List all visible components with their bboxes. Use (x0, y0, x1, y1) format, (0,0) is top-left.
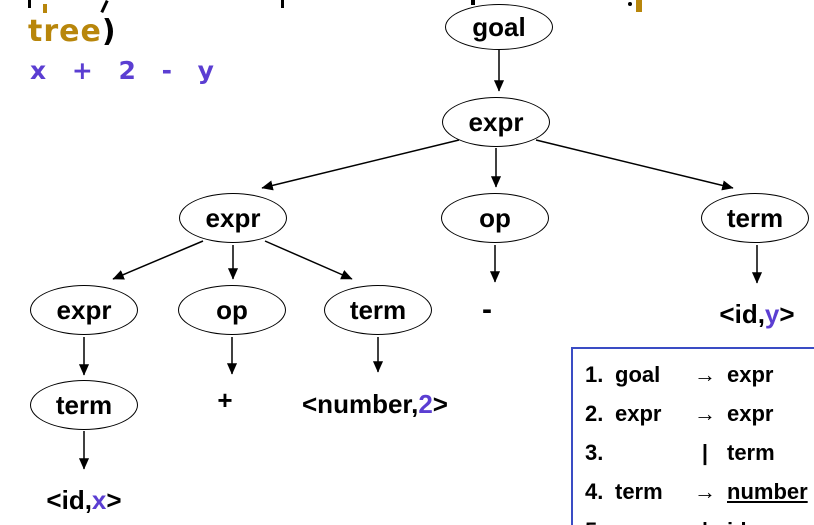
title-paren: ) (101, 14, 117, 49)
rule-number: 1. (585, 362, 604, 387)
grammar-rule-2: 2. expr → expr (585, 394, 814, 433)
grammar-rules-box: 1. goal → expr 2. expr → expr 3. | term … (571, 347, 814, 525)
rule-rhs: id (727, 511, 747, 525)
edge-expr2-term (264, 240, 353, 280)
grammar-rule-3: 3. | term (585, 433, 814, 472)
cropped-text-fragment (628, 2, 632, 6)
tree-node-op-left: op (178, 285, 286, 335)
cropped-text-fragment (100, 0, 109, 14)
cropped-text-fragment (281, 0, 284, 8)
rule-alt-bar: | (701, 440, 709, 465)
rule-alt-bar: | (683, 511, 727, 525)
edge-expr-term-right (535, 139, 734, 191)
cropped-text-fragment (28, 0, 31, 8)
leaf-id-y: <id,y> (697, 299, 814, 330)
leaf-id-y-pre: <id, (719, 299, 765, 329)
leaf-id-x-post: > (106, 485, 122, 515)
rule-rhs: term (727, 440, 775, 465)
tree-node-expr-left: expr (30, 285, 138, 335)
edge-expr2-expr-left (112, 240, 204, 280)
rule-lhs: term (615, 479, 663, 504)
cropped-title-text: tree) (28, 14, 117, 49)
rule-arrow: → (694, 479, 716, 504)
leaf-number-post: > (432, 389, 448, 419)
tree-node-goal: goal (445, 4, 553, 50)
title-word-tree: tree (28, 14, 102, 49)
rule-rhs: expr (727, 362, 774, 387)
rule-number: 4. (585, 479, 604, 504)
cropped-text-fragment (43, 4, 47, 13)
tree-node-term-left: term (30, 380, 138, 430)
leaf-minus: - (482, 293, 492, 326)
leaf-id-x-var: x (91, 485, 107, 515)
cropped-text-fragment (636, 0, 642, 12)
leaf-id-y-post: > (779, 299, 795, 329)
rule-arrow: → (694, 401, 716, 426)
grammar-rule-1: 1. goal → expr (585, 355, 814, 394)
input-expression: x + 2 - y (30, 56, 218, 85)
leaf-number-pre: <number, (302, 389, 419, 419)
rule-number: 5. (585, 511, 615, 525)
leaf-id-x: <id,x> (24, 485, 144, 516)
tree-node-expr-mid: expr (179, 193, 287, 243)
grammar-rule-4: 4. term → number (585, 472, 814, 511)
cropped-text-fragment (471, 0, 475, 5)
tree-node-op-mid: op (441, 193, 549, 243)
leaf-plus: + (217, 385, 233, 415)
rule-lhs: goal (615, 362, 661, 387)
leaf-number-var: 2 (418, 389, 433, 419)
rule-lhs: expr (615, 401, 662, 426)
leaf-id-x-pre: <id, (46, 485, 92, 515)
grammar-rule-5: 5. | id (585, 511, 814, 525)
tree-node-term-right: term (701, 193, 809, 243)
tree-node-expr-top: expr (442, 97, 550, 147)
edge-expr-expr-left (261, 139, 460, 191)
tree-node-term-mid: term (324, 285, 432, 335)
rule-arrow: → (694, 362, 716, 387)
leaf-id-y-var: y (764, 299, 780, 329)
leaf-number-2: <number,2> (294, 389, 456, 420)
rule-rhs: number (727, 479, 808, 504)
rule-number: 2. (585, 401, 604, 426)
rule-rhs: expr (727, 401, 774, 426)
rule-number: 3. (585, 440, 604, 465)
